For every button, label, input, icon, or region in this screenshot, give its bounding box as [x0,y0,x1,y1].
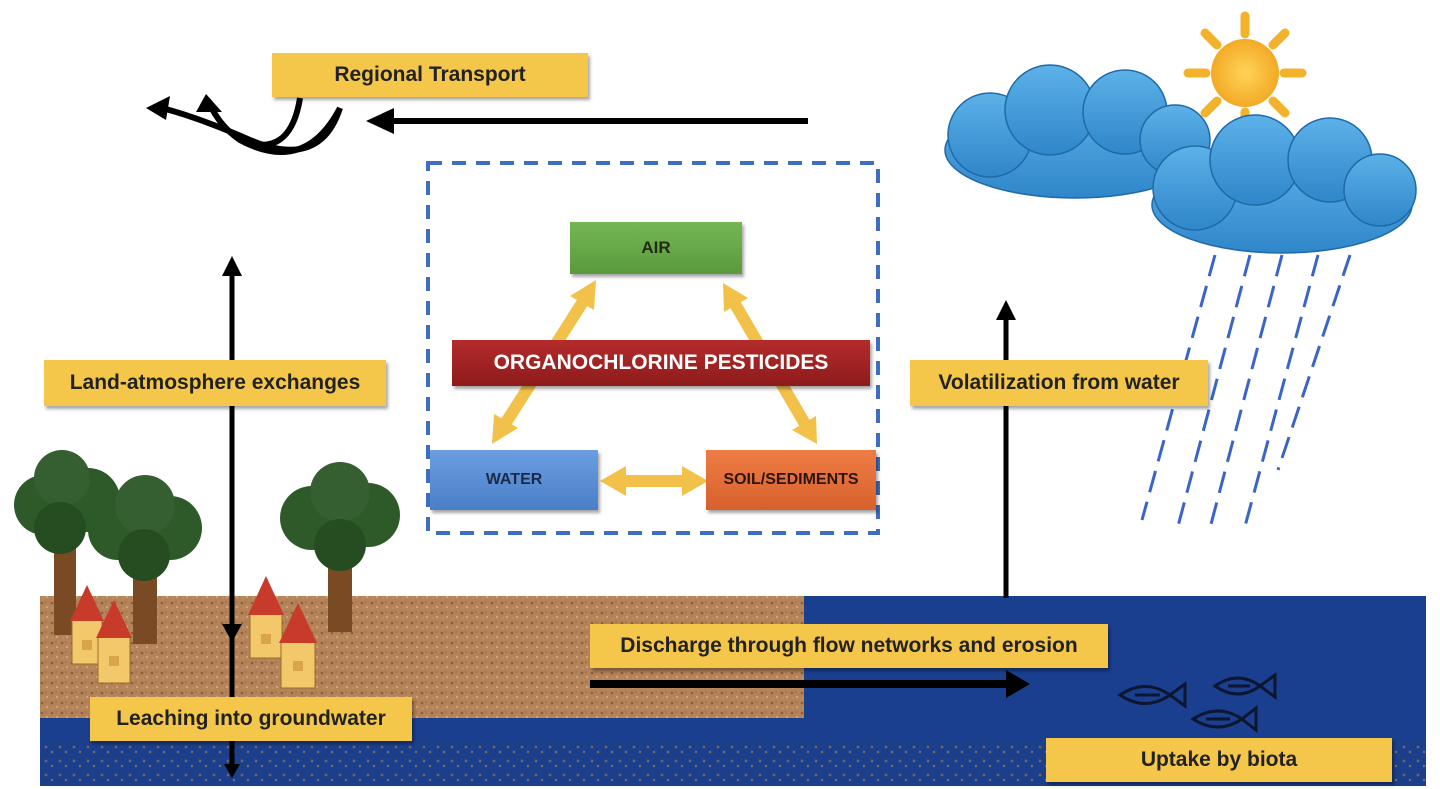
house-icon [96,600,132,684]
cloud-icon [1151,114,1417,254]
tree-icon [280,462,400,632]
cloud-icon [944,64,1211,199]
sun-icon [1183,11,1307,135]
house-icon [70,585,104,665]
air-box: AIR [570,222,742,274]
leaching-label: Leaching into groundwater [90,697,412,741]
volatilization-label: Volatilization from water [910,360,1208,406]
soil-sediments-box: SOIL/SEDIMENTS [706,450,876,510]
house-icon [248,576,284,659]
organochlorine-pesticides-box: ORGANOCHLORINE PESTICIDES [452,340,870,386]
fish-icon [1190,704,1258,734]
water-box: WATER [430,450,598,510]
uptake-label: Uptake by biota [1046,738,1392,782]
vertical-arrow-volatilization [996,300,1016,598]
rain-icon [1140,254,1352,531]
transport-arrows [146,94,808,155]
fish-icon [1212,672,1277,700]
regional-transport-label: Regional Transport [272,53,588,97]
discharge-label: Discharge through flow networks and eros… [590,624,1108,668]
fish-icon [1117,681,1187,709]
house-icon [279,603,317,689]
compartment-frame [426,161,880,535]
land-atmosphere-label: Land-atmosphere exchanges [44,360,386,406]
tree-icon [88,475,202,644]
vertical-arrow-land [222,256,242,778]
discharge-arrow [590,670,1030,698]
